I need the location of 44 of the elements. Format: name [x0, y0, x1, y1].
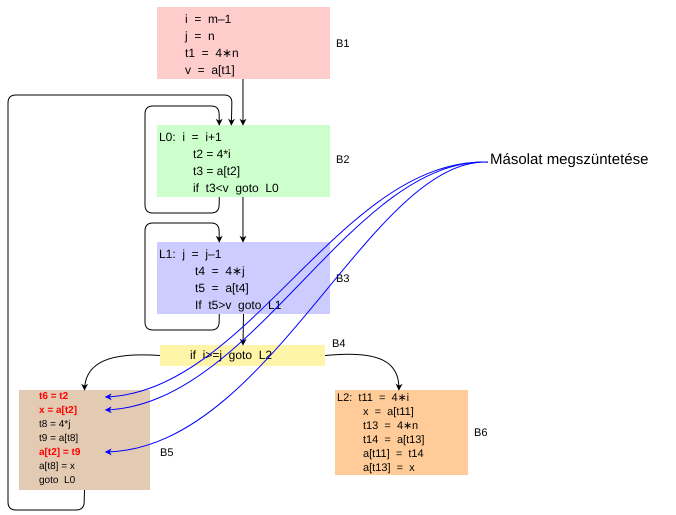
code-line: t13 = 4∗n	[363, 419, 418, 433]
block-label: B5	[160, 447, 174, 459]
arrow	[8, 94, 236, 510]
code-line: t4 = 4∗j	[195, 263, 245, 280]
arrow	[239, 196, 246, 243]
code-line: t5 = a[t4]	[195, 280, 249, 297]
arrow	[240, 314, 247, 346]
code-line: j = n	[185, 28, 215, 45]
arrow	[239, 78, 246, 126]
code-line: L1: j = j–1	[159, 246, 222, 263]
arrow	[82, 354, 160, 391]
block-label: B6	[474, 427, 488, 439]
code-line: a[t8] = x	[39, 460, 75, 474]
code-line: t6 = t2	[39, 390, 68, 404]
annotation-text: Másolat megszüntetése	[488, 150, 674, 172]
arrow	[324, 354, 402, 391]
block-label: B4	[332, 338, 346, 350]
block-label: B2	[336, 154, 350, 166]
code-line: x = a[t2]	[39, 404, 78, 418]
code-line: t9 = a[t8]	[39, 432, 78, 446]
block-label: B3	[336, 273, 350, 285]
code-line: L2: t11 = 4∗i	[337, 391, 410, 405]
code-block	[157, 7, 330, 79]
code-line: t1 = 4∗n	[185, 45, 239, 62]
code-line: x = a[t11]	[363, 405, 414, 419]
code-line: t14 = a[t13]	[363, 433, 424, 447]
code-line: a[t13] = x	[363, 461, 415, 475]
code-line: v = a[t1]	[185, 62, 235, 79]
code-line: a[t11] = t14	[363, 447, 424, 461]
arrow	[144, 222, 223, 330]
block-label: B1	[336, 38, 350, 50]
code-line: i = m–1	[185, 11, 232, 28]
code-line: t8 = 4*j	[39, 418, 70, 432]
code-line: goto L0	[39, 474, 76, 488]
code-line: t2 = 4*i	[193, 146, 231, 163]
arrow	[144, 106, 223, 214]
code-line: t3 = a[t2]	[193, 163, 240, 180]
code-block	[19, 390, 150, 490]
code-block	[157, 125, 330, 197]
code-line: a[t2] = t9	[39, 446, 80, 460]
code-block	[335, 390, 468, 475]
code-line: L0: i = i+1	[159, 129, 222, 146]
code-block	[157, 242, 330, 314]
code-line: if t3<v goto L0	[193, 180, 279, 197]
